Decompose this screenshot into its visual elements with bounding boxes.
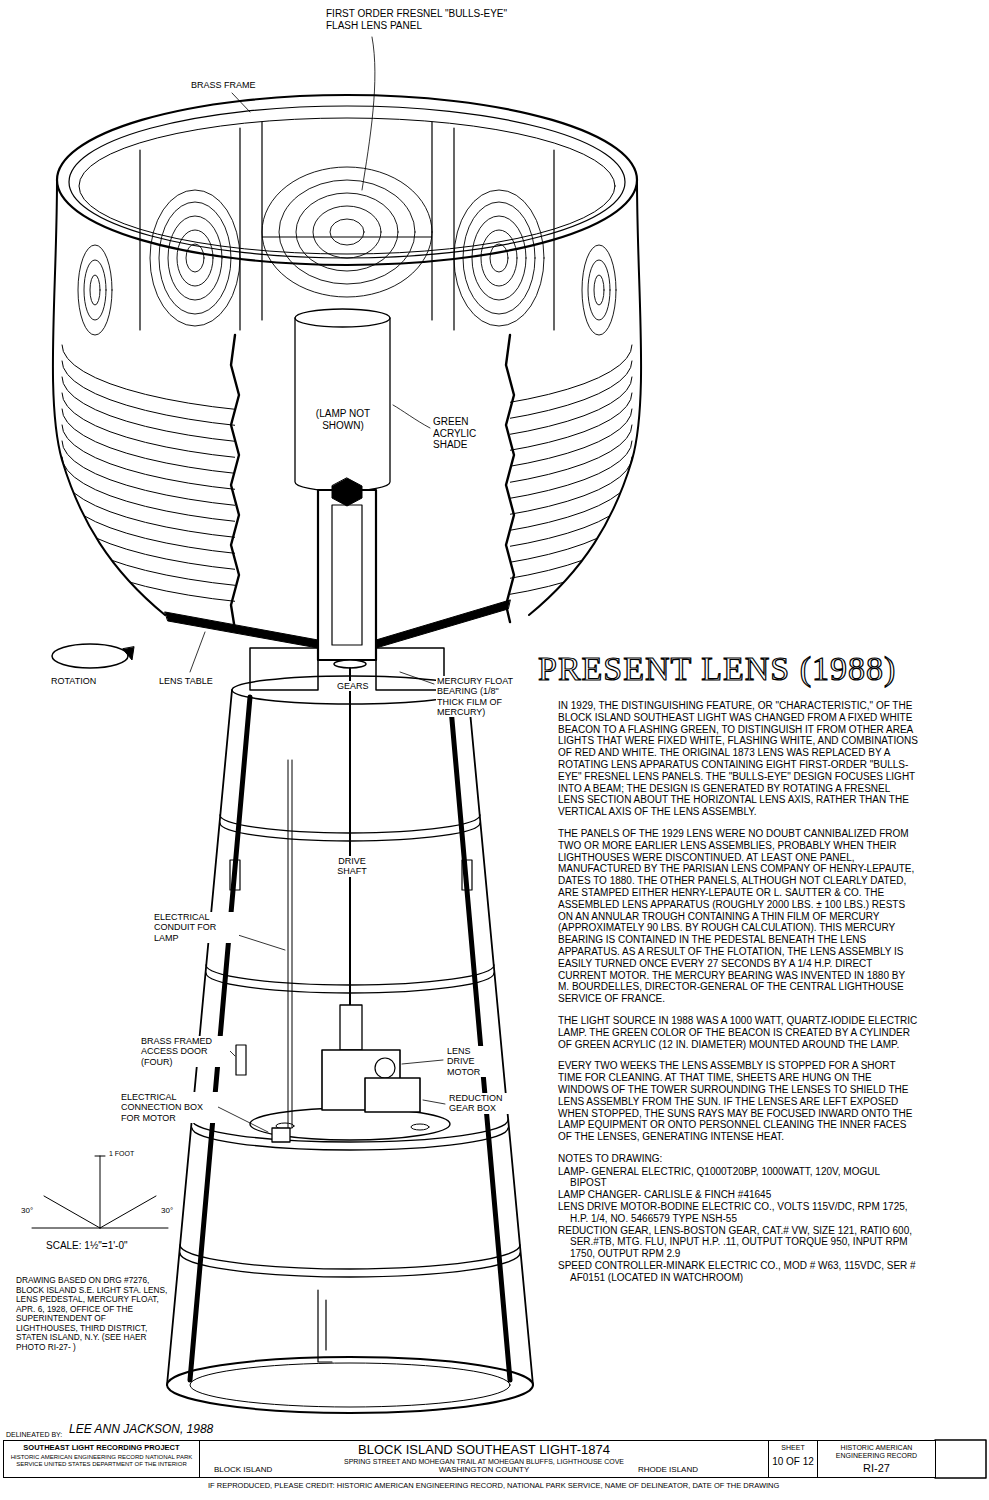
drawing-note: LAMP CHANGER- CARLISLE & FINCH #41645 [558, 1189, 918, 1201]
project-cell: SOUTHEAST LIGHT RECORDING PROJECT HISTORI… [3, 1440, 200, 1478]
callout-label: ELECTRICAL CONNECTION BOX FOR MOTOR [120, 1092, 218, 1123]
description-paragraph: THE LIGHT SOURCE IN 1988 WAS A 1000 WATT… [558, 1015, 918, 1050]
cell-text: RHODE ISLAND [638, 1466, 698, 1475]
description-paragraph: IN 1929, THE DISTINGUISHING FEATURE, OR … [558, 700, 918, 818]
delineator-caption: DELINEATED BY: [5, 1431, 63, 1439]
scale-label: 1 FOOT [108, 1150, 135, 1158]
callout-label: FIRST ORDER FRESNEL "BULLS-EYE" FLASH LE… [325, 8, 527, 31]
cell-text: HISTORIC AMERICAN ENGINEERING RECORD NAT… [8, 1454, 195, 1467]
scale-label: SCALE: 1½"=1'-0" [45, 1240, 129, 1252]
callout-label: ROTATION [50, 676, 97, 686]
scale-label: 30° [160, 1206, 174, 1215]
callout-label: LENS TABLE [158, 676, 214, 686]
callout-label: LENS DRIVE MOTOR [446, 1046, 494, 1077]
callout-label: ELECTRICAL CONDUIT FOR LAMP [153, 912, 239, 943]
callout-label: MERCURY FLOAT BEARING (1/8" THICK FILM O… [436, 676, 520, 717]
callout-label: GEARS [336, 681, 370, 691]
cell-text: 10 OF 12 [769, 1456, 817, 1467]
callout-label: BRASS FRAMED ACCESS DOOR (FOUR) [140, 1036, 230, 1067]
cell-text: RI-27 [818, 1462, 935, 1474]
notes-heading: NOTES TO DRAWING: [558, 1153, 918, 1165]
callout-label: BRASS FRAME [190, 80, 257, 90]
cell-text: HISTORIC AMERICAN ENGINEERING RECORD [821, 1444, 932, 1460]
description-paragraph: EVERY TWO WEEKS THE LENS ASSEMBLY IS STO… [558, 1060, 918, 1143]
sheet-title: PRESENT LENS (1988) [538, 650, 896, 688]
callout-label: (LAMP NOT SHOWN) [308, 408, 378, 431]
drawing-note: SPEED CONTROLLER-MINARK ELECTRIC CO., MO… [558, 1260, 918, 1284]
drawing-note: LENS DRIVE MOTOR-BODINE ELECTRIC CO., VO… [558, 1201, 918, 1225]
credit-line: IF REPRODUCED, PLEASE CREDIT: HISTORIC A… [207, 1482, 780, 1491]
sheet-number-cell: SHEET 10 OF 12 [768, 1440, 818, 1478]
drawing-note: REDUCTION GEAR, LENS-BOSTON GEAR, CAT.# … [558, 1225, 918, 1260]
description-paragraph: THE PANELS OF THE 1929 LENS WERE NO DOUB… [558, 828, 918, 1005]
callout-label: DRIVE SHAFT [329, 856, 375, 877]
cell-text: BLOCK ISLAND SOUTHEAST LIGHT-1874 [200, 1443, 768, 1457]
drawing-note: LAMP- GENERAL ELECTRIC, Q1000T20BP, 1000… [558, 1166, 918, 1190]
source-note: DRAWING BASED ON DRG #7276, BLOCK ISLAND… [15, 1276, 169, 1352]
cell-text: SOUTHEAST LIGHT RECORDING PROJECT [4, 1444, 199, 1452]
site-title-cell: BLOCK ISLAND SOUTHEAST LIGHT-1874SPRING … [199, 1440, 769, 1478]
callout-label: GREEN ACRYLIC SHADE [432, 416, 496, 451]
text-column: IN 1929, THE DISTINGUISHING FEATURE, OR … [558, 700, 918, 1284]
cell-text: SPRING STREET AND MOHEGAN TRAIL AT MOHEG… [200, 1458, 768, 1466]
scale-label: 30° [20, 1206, 34, 1215]
cell-text: BLOCK ISLAND [214, 1466, 272, 1475]
record-number-cell: HISTORIC AMERICAN ENGINEERING RECORD RI-2… [817, 1440, 936, 1478]
delineator-name: LEE ANN JACKSON, 1988 [68, 1423, 214, 1437]
callout-label: REDUCTION GEAR BOX [448, 1093, 514, 1114]
cell-text: SHEET [769, 1444, 817, 1452]
